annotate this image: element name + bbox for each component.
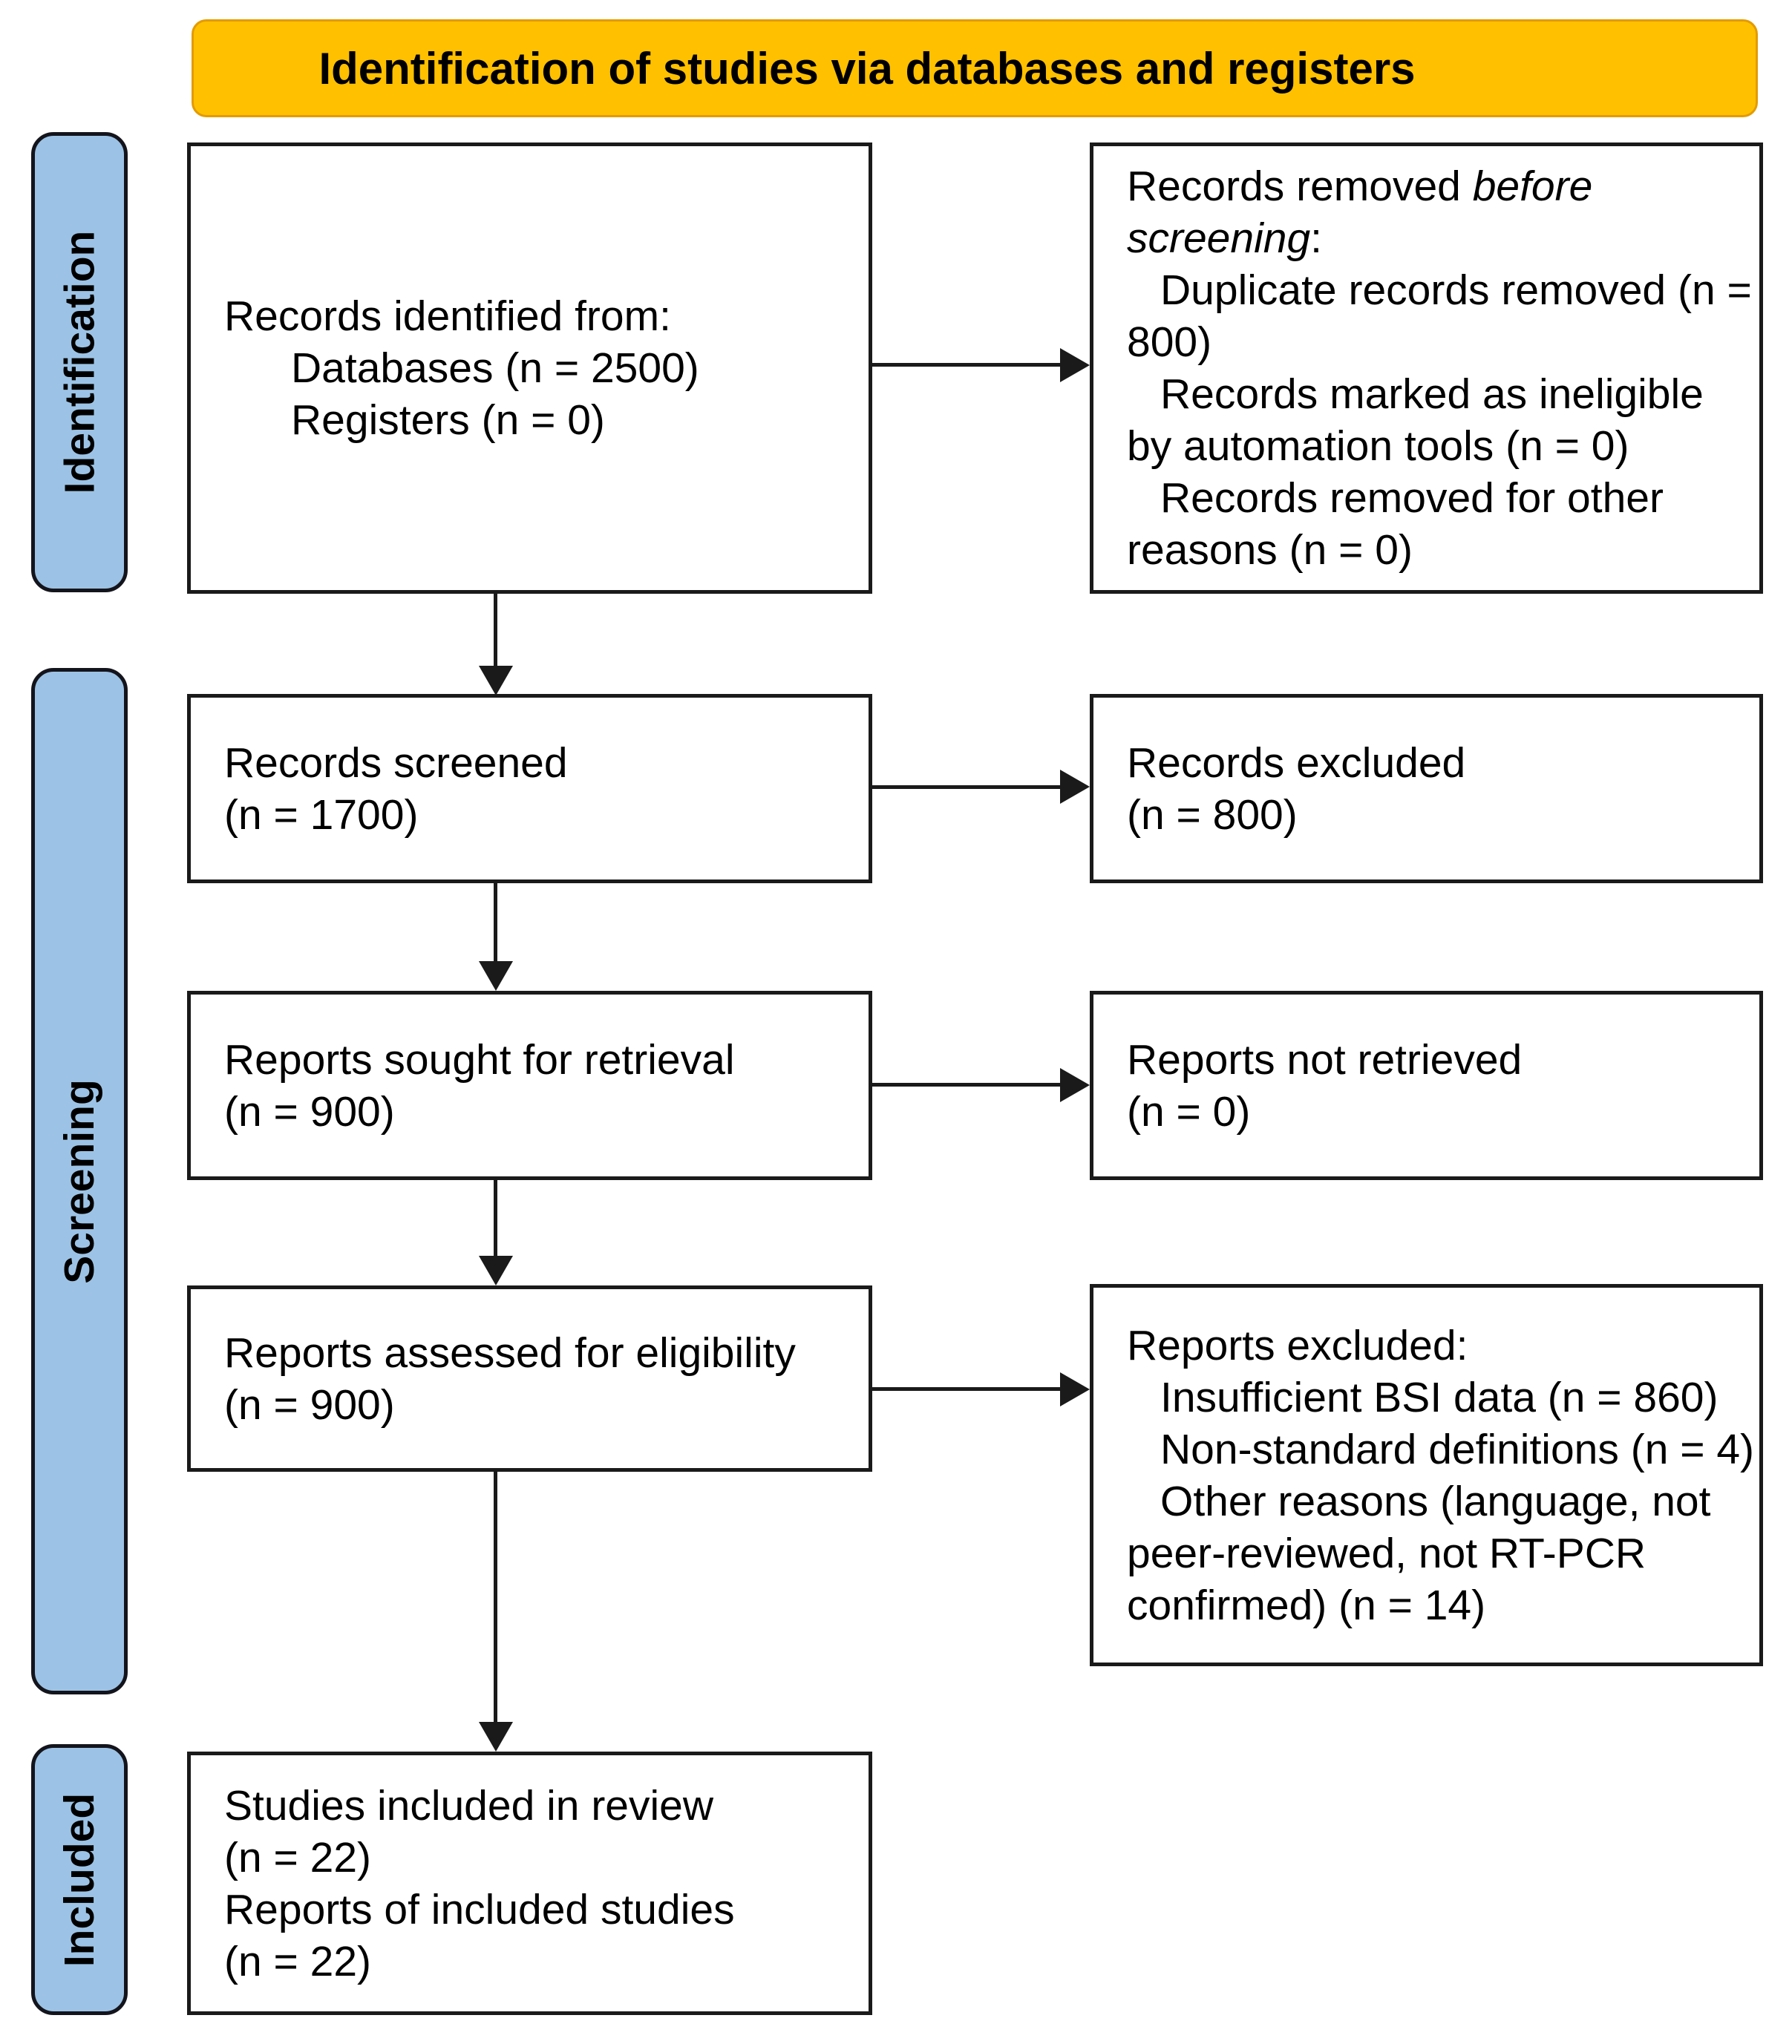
arrow-assessed-to-reports-excluded-line: [869, 1387, 1062, 1391]
reports-not-retrieved-line2: (n = 0): [1127, 1087, 1251, 1136]
box-reports-sought: Reports sought for retrieval (n = 900): [187, 991, 872, 1180]
stage-tab-identification: Identification: [31, 132, 128, 592]
box-studies-included: Studies included in review (n = 22) Repo…: [187, 1752, 872, 2015]
arrow-screened-to-sought-head-icon: [479, 961, 513, 991]
reports-excluded-item-definitions: Non-standard definitions (n = 4): [1160, 1425, 1755, 1473]
studies-included-line2: (n = 22): [224, 1833, 372, 1881]
arrow-assessed-to-included-head-icon: [479, 1722, 513, 1752]
records-screened-line2: (n = 1700): [224, 790, 419, 839]
records-removed-item-duplicates: Duplicate records removed (n = 800): [1127, 266, 1752, 366]
arrow-identified-to-removed-head-icon: [1060, 348, 1090, 382]
reports-excluded-item-bsi: Insufficient BSI data (n = 860): [1160, 1373, 1719, 1421]
arrow-sought-to-assessed-head-icon: [479, 1256, 513, 1285]
arrow-assessed-to-included-line: [494, 1468, 497, 1723]
box-records-removed-before-screening: Records removed before screening: Duplic…: [1090, 143, 1763, 594]
arrow-screened-to-excluded-head-icon: [1060, 770, 1090, 804]
box-records-excluded: Records excluded (n = 800): [1090, 694, 1763, 883]
reports-excluded-heading: Reports excluded:: [1127, 1321, 1468, 1369]
reports-not-retrieved-line1: Reports not retrieved: [1127, 1035, 1523, 1084]
arrow-identified-to-screened-line: [494, 590, 497, 667]
records-identified-heading: Records identified from:: [224, 292, 671, 340]
records-removed-item-automation: Records marked as ineligible by automati…: [1127, 370, 1704, 470]
box-reports-assessed: Reports assessed for eligibility (n = 90…: [187, 1285, 872, 1472]
stage-tab-screening-label: Screening: [56, 1078, 103, 1284]
records-removed-heading: Records removed before screening:: [1127, 160, 1759, 264]
reports-excluded-item-other: Other reasons (language, not peer-review…: [1127, 1477, 1711, 1629]
stage-tab-included: Included: [31, 1744, 128, 2015]
records-identified-item-registers: Registers (n = 0): [291, 396, 605, 444]
arrow-sought-to-assessed-line: [494, 1176, 497, 1257]
banner-label: Identification of studies via databases …: [318, 43, 1416, 94]
records-screened-line1: Records screened: [224, 738, 568, 787]
arrow-sought-to-not-retrieved-line: [869, 1083, 1062, 1087]
reports-sought-line2: (n = 900): [224, 1087, 395, 1136]
box-records-identified: Records identified from: Databases (n = …: [187, 143, 872, 594]
reports-sought-line1: Reports sought for retrieval: [224, 1035, 735, 1084]
stage-tab-identification-label: Identification: [56, 230, 104, 494]
banner-identification-via-databases: Identification of studies via databases …: [192, 19, 1758, 117]
arrow-screened-to-sought-line: [494, 879, 497, 963]
reports-assessed-line1: Reports assessed for eligibility: [224, 1329, 796, 1377]
records-removed-heading-suffix: :: [1310, 214, 1322, 262]
records-removed-heading-prefix: Records removed: [1127, 163, 1473, 210]
records-removed-heading-italic: before screening: [1127, 163, 1593, 262]
stage-tab-screening: Screening: [31, 668, 128, 1694]
records-removed-item-other-reasons: Records removed for other reasons (n = 0…: [1127, 474, 1664, 574]
arrow-identified-to-screened-head-icon: [479, 666, 513, 695]
records-excluded-line1: Records excluded: [1127, 738, 1466, 787]
reports-assessed-line2: (n = 900): [224, 1380, 395, 1429]
box-reports-not-retrieved: Reports not retrieved (n = 0): [1090, 991, 1763, 1180]
arrow-identified-to-removed-line: [869, 363, 1062, 367]
stage-tab-included-label: Included: [56, 1792, 104, 1967]
studies-included-line4: (n = 22): [224, 1937, 372, 1985]
records-identified-item-databases: Databases (n = 2500): [291, 344, 699, 392]
arrow-assessed-to-reports-excluded-head-icon: [1060, 1372, 1090, 1406]
records-excluded-line2: (n = 800): [1127, 790, 1298, 839]
box-reports-excluded: Reports excluded: Insufficient BSI data …: [1090, 1284, 1763, 1666]
studies-included-line1: Studies included in review: [224, 1781, 714, 1830]
arrow-screened-to-excluded-line: [869, 785, 1062, 789]
arrow-sought-to-not-retrieved-head-icon: [1060, 1068, 1090, 1102]
box-records-screened: Records screened (n = 1700): [187, 694, 872, 883]
studies-included-line3: Reports of included studies: [224, 1885, 735, 1933]
